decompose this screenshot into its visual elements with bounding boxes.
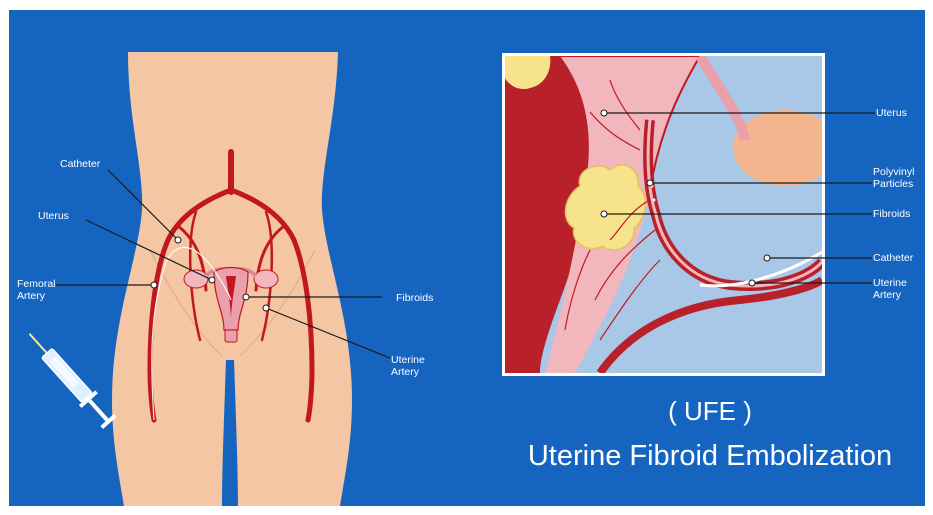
label-uterine-artery-right: Uterine Artery — [873, 277, 907, 301]
label-catheter-right: Catheter — [873, 252, 913, 264]
label-fibroids-right: Fibroids — [873, 208, 910, 220]
title-abbreviation: ( UFE ) — [505, 396, 915, 427]
title-full: Uterine Fibroid Embolization — [495, 440, 925, 473]
label-uterus-right: Uterus — [876, 107, 907, 119]
label-polyvinyl-particles: Polyvinyl Particles — [873, 166, 914, 190]
